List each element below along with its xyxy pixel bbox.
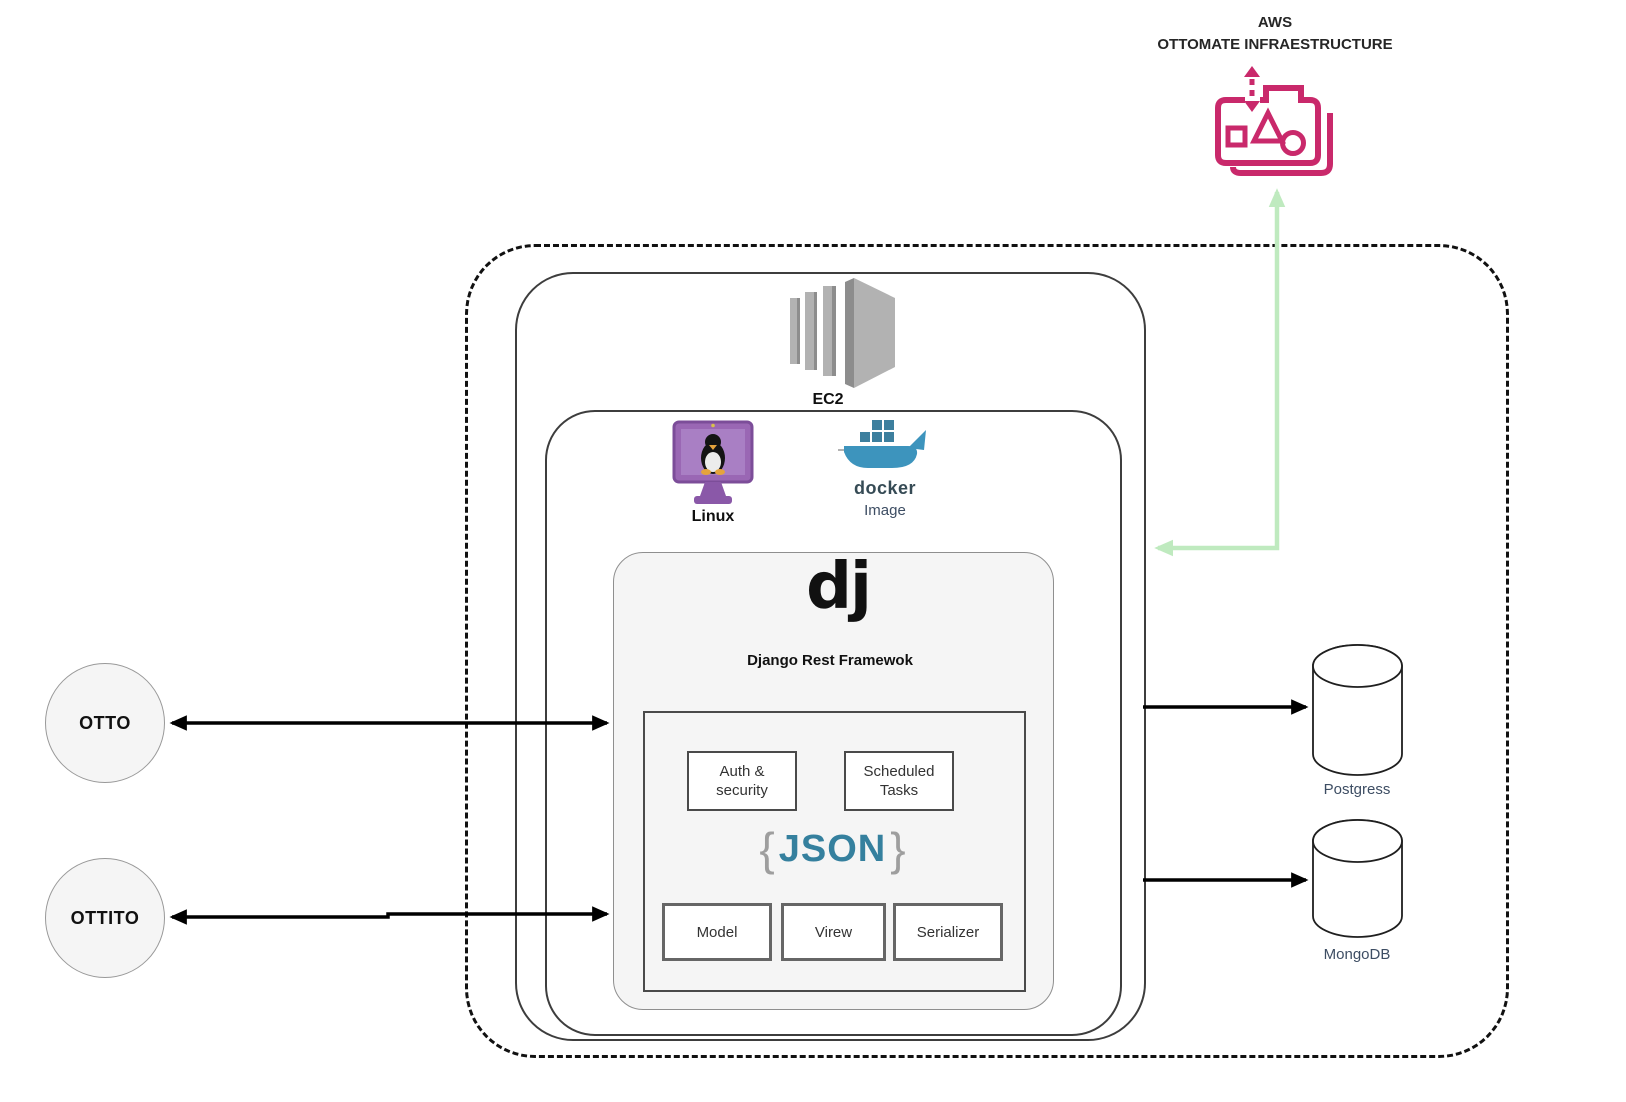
json-close-brace: } [890, 823, 906, 875]
docker-image-label: Image [864, 502, 906, 519]
aws-title: AWS OTTOMATE INFRAESTRUCTURE [1075, 12, 1475, 56]
json-word: JSON [778, 828, 887, 870]
scheduled-tasks-line2: Tasks [879, 782, 919, 799]
ec2-container-box [515, 272, 1146, 1041]
aws-title-line2: OTTOMATE INFRAESTRUCTURE [1157, 36, 1393, 53]
linux-label: Linux [691, 508, 735, 525]
auth-security-box: Auth & security [687, 751, 797, 811]
serializer-box: Serializer [893, 903, 1003, 961]
virew-box: Virew [781, 903, 886, 961]
django-framework-label: Django Rest Framewok [747, 652, 913, 669]
ottito-label: OTTITO [70, 907, 140, 928]
serializer-label: Serializer [916, 923, 980, 941]
auth-security-line1: Auth & [719, 763, 765, 780]
otto-client-circle: OTTO [45, 663, 165, 783]
model-label: Model [696, 923, 738, 941]
mongodb-label: MongoDB [1323, 946, 1391, 963]
aws-automate-infrastructure-icon [1215, 66, 1333, 176]
model-box: Model [662, 903, 772, 961]
json-open-brace: { [759, 823, 775, 875]
aws-boundary-dashed-box [465, 244, 1509, 1058]
framework-content-box [643, 711, 1026, 992]
auth-security-line2: security [716, 782, 768, 799]
scheduled-tasks-line1: Scheduled [863, 763, 935, 780]
docker-wordmark: docker [853, 478, 917, 498]
ottito-client-circle: OTTITO [45, 858, 165, 978]
virew-label: Virew [814, 923, 853, 941]
django-logo: dj [806, 550, 872, 624]
scheduled-tasks-box: Scheduled Tasks [844, 751, 954, 811]
aws-title-line1: AWS [1257, 14, 1293, 31]
otto-label: OTTO [79, 712, 131, 733]
json-label: { JSON } [643, 826, 1022, 872]
ec2-label: EC2 [812, 391, 844, 408]
postgres-label: Postgress [1323, 781, 1391, 798]
